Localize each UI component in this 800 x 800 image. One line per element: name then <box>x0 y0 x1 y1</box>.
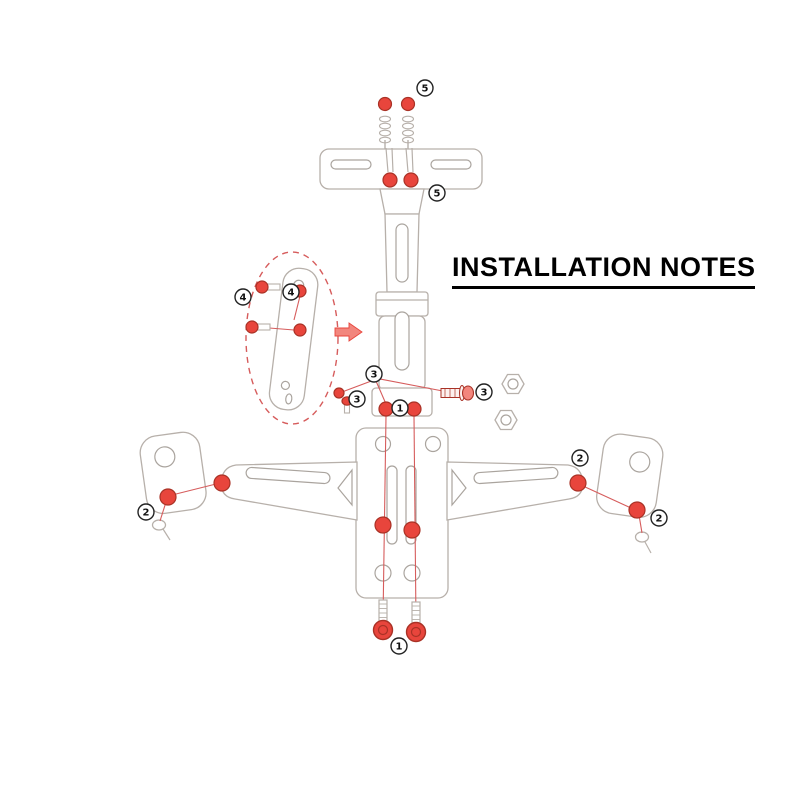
dot-icon <box>159 488 177 506</box>
spring_bolt-icon <box>378 115 392 123</box>
direction-arrow-icon <box>334 322 363 342</box>
spring_bolt-icon <box>378 122 392 130</box>
bolt_right-icon <box>245 320 259 334</box>
spring_bolt-icon <box>400 96 416 112</box>
connector-line <box>159 501 167 522</box>
cap_bolt-icon <box>411 601 421 625</box>
cap_bolt-icon <box>372 619 394 641</box>
callout-number: 5 <box>434 189 441 200</box>
cap_bolt-icon <box>378 599 388 623</box>
callout-badge <box>348 390 366 408</box>
hex_bolt_left-icon <box>461 385 475 401</box>
callout-number: 3 <box>371 370 378 381</box>
spring_bolt-icon <box>401 122 415 130</box>
dot-icon <box>628 501 646 519</box>
callout-number: 4 <box>240 293 247 304</box>
dot-icon <box>333 387 345 399</box>
callout-badge <box>416 79 434 97</box>
vertical-adjust-arm <box>371 188 433 417</box>
callout-number: 3 <box>354 395 361 406</box>
callout-badge <box>391 399 409 417</box>
connector-line <box>379 378 449 393</box>
connector-line <box>413 415 417 623</box>
callout-number: 1 <box>396 642 403 653</box>
hex-nuts <box>494 373 525 431</box>
dot-icon <box>569 474 587 492</box>
dot-icon <box>378 401 394 417</box>
dot-icon <box>293 323 307 337</box>
dot-icon <box>406 401 422 417</box>
callout-number: 2 <box>143 508 150 519</box>
callout-badge <box>137 503 155 521</box>
dot-icon <box>382 172 398 188</box>
callout-badge <box>234 288 252 306</box>
cap_bolt-icon <box>410 626 422 638</box>
diagram-title: INSTALLATION NOTES <box>452 252 756 289</box>
connector-line <box>341 379 375 393</box>
spring_bolt-icon <box>377 96 393 112</box>
connector-line <box>582 485 632 509</box>
callout-badge <box>571 449 589 467</box>
hex_bolt_left-icon <box>440 388 463 398</box>
bolt_right-icon <box>255 280 269 294</box>
spring_bolt-icon <box>378 129 392 137</box>
dot-icon <box>374 516 392 534</box>
dot-icon <box>213 474 231 492</box>
dot-icon <box>403 172 419 188</box>
cap_bolt-icon <box>405 621 427 643</box>
cap_bolt-icon <box>377 624 389 636</box>
connector-line <box>293 295 301 321</box>
right-small-screw <box>634 531 652 554</box>
callout-number: 1 <box>397 404 404 415</box>
connector-line <box>171 483 217 496</box>
callout-badge <box>650 509 668 527</box>
callout-badge <box>428 184 446 202</box>
right-side-bracket <box>596 433 664 518</box>
left-small-screw <box>151 519 171 541</box>
dashed-highlight-ellipse <box>245 251 339 425</box>
callout-badge <box>390 637 408 655</box>
top-mounting-bar <box>319 147 483 190</box>
callout-number: 3 <box>481 388 488 399</box>
dot-icon <box>403 521 421 539</box>
callout-number: 2 <box>577 454 584 465</box>
callout-badges: 5 5 4 4 3 3 3 1 2 2 2 1 <box>137 79 668 655</box>
callout-number: 2 <box>656 514 663 525</box>
spring_bolt-icon <box>401 115 415 123</box>
callout-badge <box>475 383 493 401</box>
callout-number: 5 <box>422 84 429 95</box>
callout-number: 4 <box>288 288 295 299</box>
left-side-bracket <box>139 431 207 515</box>
callout-badge <box>282 283 300 301</box>
callout-badge <box>365 365 383 383</box>
connector-line <box>375 380 387 405</box>
spring_bolt-icon <box>401 129 415 137</box>
main-plate-bracket <box>220 427 584 599</box>
